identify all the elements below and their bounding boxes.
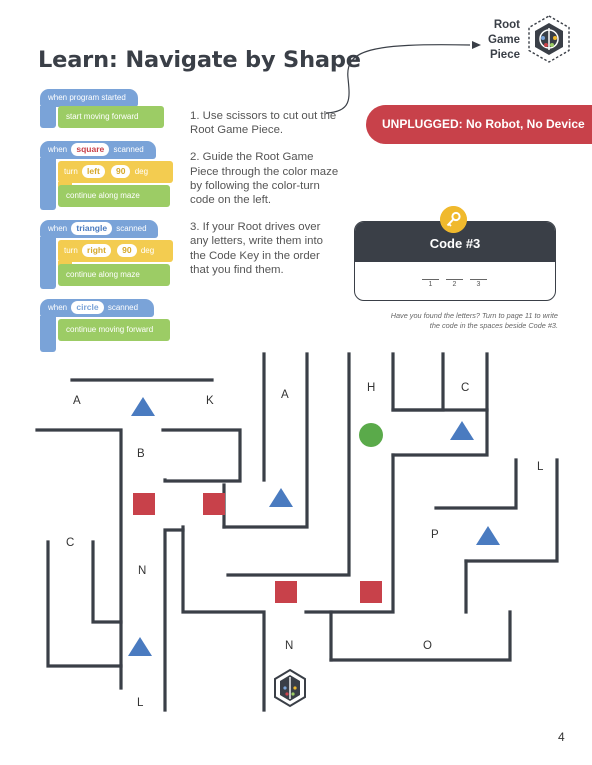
- block-when-square-scanned: when square scanned: [40, 141, 156, 159]
- block-label: when program started: [48, 93, 126, 102]
- block-when-circle-scanned: when circle scanned: [40, 299, 154, 317]
- block-turn-left: turn left 90 deg: [58, 161, 173, 183]
- block-label: continue along maze: [66, 191, 140, 200]
- maze-letter: H: [367, 382, 376, 394]
- maze-letter: L: [137, 697, 144, 709]
- maze-letter: N: [138, 565, 147, 577]
- maze-letter: K: [206, 395, 214, 407]
- instructions: 1. Use scissors to cut out the Root Game…: [190, 109, 340, 290]
- instruction-3: 3. If your Root drives over any letters,…: [190, 221, 323, 276]
- game-piece-label: Root Game Piece: [476, 18, 520, 63]
- maze-letter: P: [431, 529, 439, 541]
- maze-letter: C: [66, 537, 75, 549]
- maze-letter: N: [285, 640, 294, 652]
- block-turn: turn: [64, 167, 78, 176]
- block-label: continue moving forward: [66, 325, 154, 334]
- key-icon: [440, 206, 467, 233]
- block-when-triangle-scanned: when triangle scanned: [40, 220, 158, 238]
- block-turn-right: turn right 90 deg: [58, 240, 173, 262]
- code-key-card: Code #3 1 2 3: [354, 221, 556, 301]
- block-deg: deg: [140, 246, 155, 255]
- block-start-moving-forward: start moving forward: [58, 106, 164, 128]
- block-scanned: scanned: [113, 145, 144, 154]
- triangle-marker: [269, 488, 293, 507]
- instruction-1: 1. Use scissors to cut out the Root Game…: [190, 110, 337, 137]
- game-piece-label-line-1: Root: [493, 19, 520, 31]
- block-when: when: [48, 224, 68, 233]
- angle-pill: 90: [117, 244, 137, 257]
- maze-letter: A: [73, 395, 81, 407]
- maze-letter: C: [461, 382, 470, 394]
- angle-pill: 90: [111, 165, 131, 178]
- triangle-marker: [450, 421, 474, 440]
- code-blank-2[interactable]: 2: [446, 279, 463, 288]
- block-when: when: [48, 145, 68, 154]
- page-number: 4: [558, 730, 565, 744]
- maze-walls: [35, 352, 559, 712]
- game-piece-label-line-3: Piece: [489, 49, 520, 61]
- triangle-marker: [128, 637, 152, 656]
- unplugged-banner: UNPLUGGED: No Robot, No Device: [366, 105, 592, 144]
- block-label: start moving forward: [66, 112, 139, 121]
- code-hint-text: Have you found the letters? Turn to page…: [390, 311, 558, 330]
- square-marker: [275, 581, 297, 603]
- square-marker: [133, 493, 155, 515]
- code-blocks: when program started start moving forwar…: [40, 86, 175, 358]
- start-game-piece-icon: [274, 668, 306, 708]
- maze-letter: B: [137, 448, 145, 460]
- direction-right-pill: right: [82, 244, 111, 257]
- maze-letter: L: [537, 461, 544, 473]
- triangle-marker: [131, 397, 155, 416]
- maze-shapes: [128, 397, 500, 656]
- block-continue-moving-forward: continue moving forward: [58, 319, 170, 341]
- root-robot-hex-icon: [528, 15, 570, 63]
- block-scanned: scanned: [107, 303, 139, 312]
- code-blank-1[interactable]: 1: [422, 279, 439, 288]
- triangle-marker: [476, 526, 500, 545]
- block-label: continue along maze: [66, 270, 140, 279]
- block-turn: turn: [64, 246, 78, 255]
- maze-letter: O: [423, 640, 432, 652]
- block-wrap: [40, 158, 56, 210]
- page-title: Learn: Navigate by Shape: [38, 47, 361, 73]
- instruction-2: 2. Guide the Root Game Piece through the…: [190, 151, 339, 207]
- block-continue-along-maze: continue along maze: [58, 264, 170, 286]
- triangle-pill: triangle: [71, 222, 113, 235]
- game-piece-label-line-2: Game: [488, 34, 520, 46]
- square-marker: [203, 493, 225, 515]
- square-marker: [360, 581, 382, 603]
- direction-left-pill: left: [82, 165, 105, 178]
- code-blank-3[interactable]: 3: [470, 279, 487, 288]
- circle-pill: circle: [71, 301, 104, 314]
- block-deg: deg: [134, 167, 149, 176]
- block-when-program-started: when program started: [40, 89, 138, 107]
- block-scanned: scanned: [116, 224, 147, 233]
- square-pill: square: [71, 143, 110, 156]
- block-continue-along-maze: continue along maze: [58, 185, 170, 207]
- block-wrap: [40, 316, 56, 352]
- block-wrap: [40, 106, 56, 128]
- block-wrap: [40, 237, 56, 289]
- circle-marker: [359, 423, 383, 447]
- block-when: when: [48, 303, 68, 312]
- maze-letter: A: [281, 389, 289, 401]
